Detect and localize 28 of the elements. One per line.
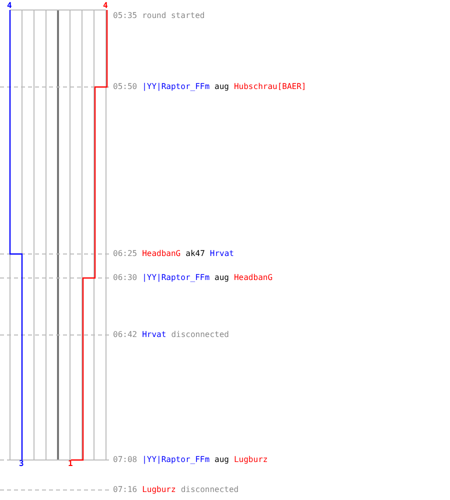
timestamp: 07:16 xyxy=(113,485,138,494)
event-text: round started xyxy=(142,11,205,20)
player-name: |YY|Raptor_FFm xyxy=(142,273,210,282)
player-name: HeadbanG xyxy=(142,249,181,258)
player-name: Hubschrau[BAER] xyxy=(234,82,306,91)
weapon-name: aug xyxy=(214,82,229,91)
player-name: Lugburz xyxy=(234,455,268,464)
player-name: HeadbanG xyxy=(234,273,273,282)
player-count: 4 xyxy=(103,1,108,11)
player-count: 3 xyxy=(19,459,24,469)
player-name: Hrvat xyxy=(142,330,166,339)
player-count: 1 xyxy=(68,459,73,469)
timestamp: 05:35 xyxy=(113,11,138,20)
player-name: Hrvat xyxy=(210,249,234,258)
timestamp: 06:25 xyxy=(113,249,138,258)
player-name: |YY|Raptor_FFm xyxy=(142,455,210,464)
event-text: disconnected xyxy=(180,485,239,494)
player-name: Lugburz xyxy=(142,485,176,494)
player-count: 4 xyxy=(7,1,12,11)
event-text: disconnected xyxy=(171,330,229,339)
weapon-name: aug xyxy=(214,273,229,282)
timestamp: 06:42 xyxy=(113,330,138,339)
timestamp: 07:08 xyxy=(113,455,138,464)
timestamp: 05:50 xyxy=(113,82,138,91)
timestamp: 06:30 xyxy=(113,273,138,282)
player-name: |YY|Raptor_FFm xyxy=(142,82,210,91)
weapon-name: ak47 xyxy=(186,249,205,258)
weapon-name: aug xyxy=(214,455,229,464)
